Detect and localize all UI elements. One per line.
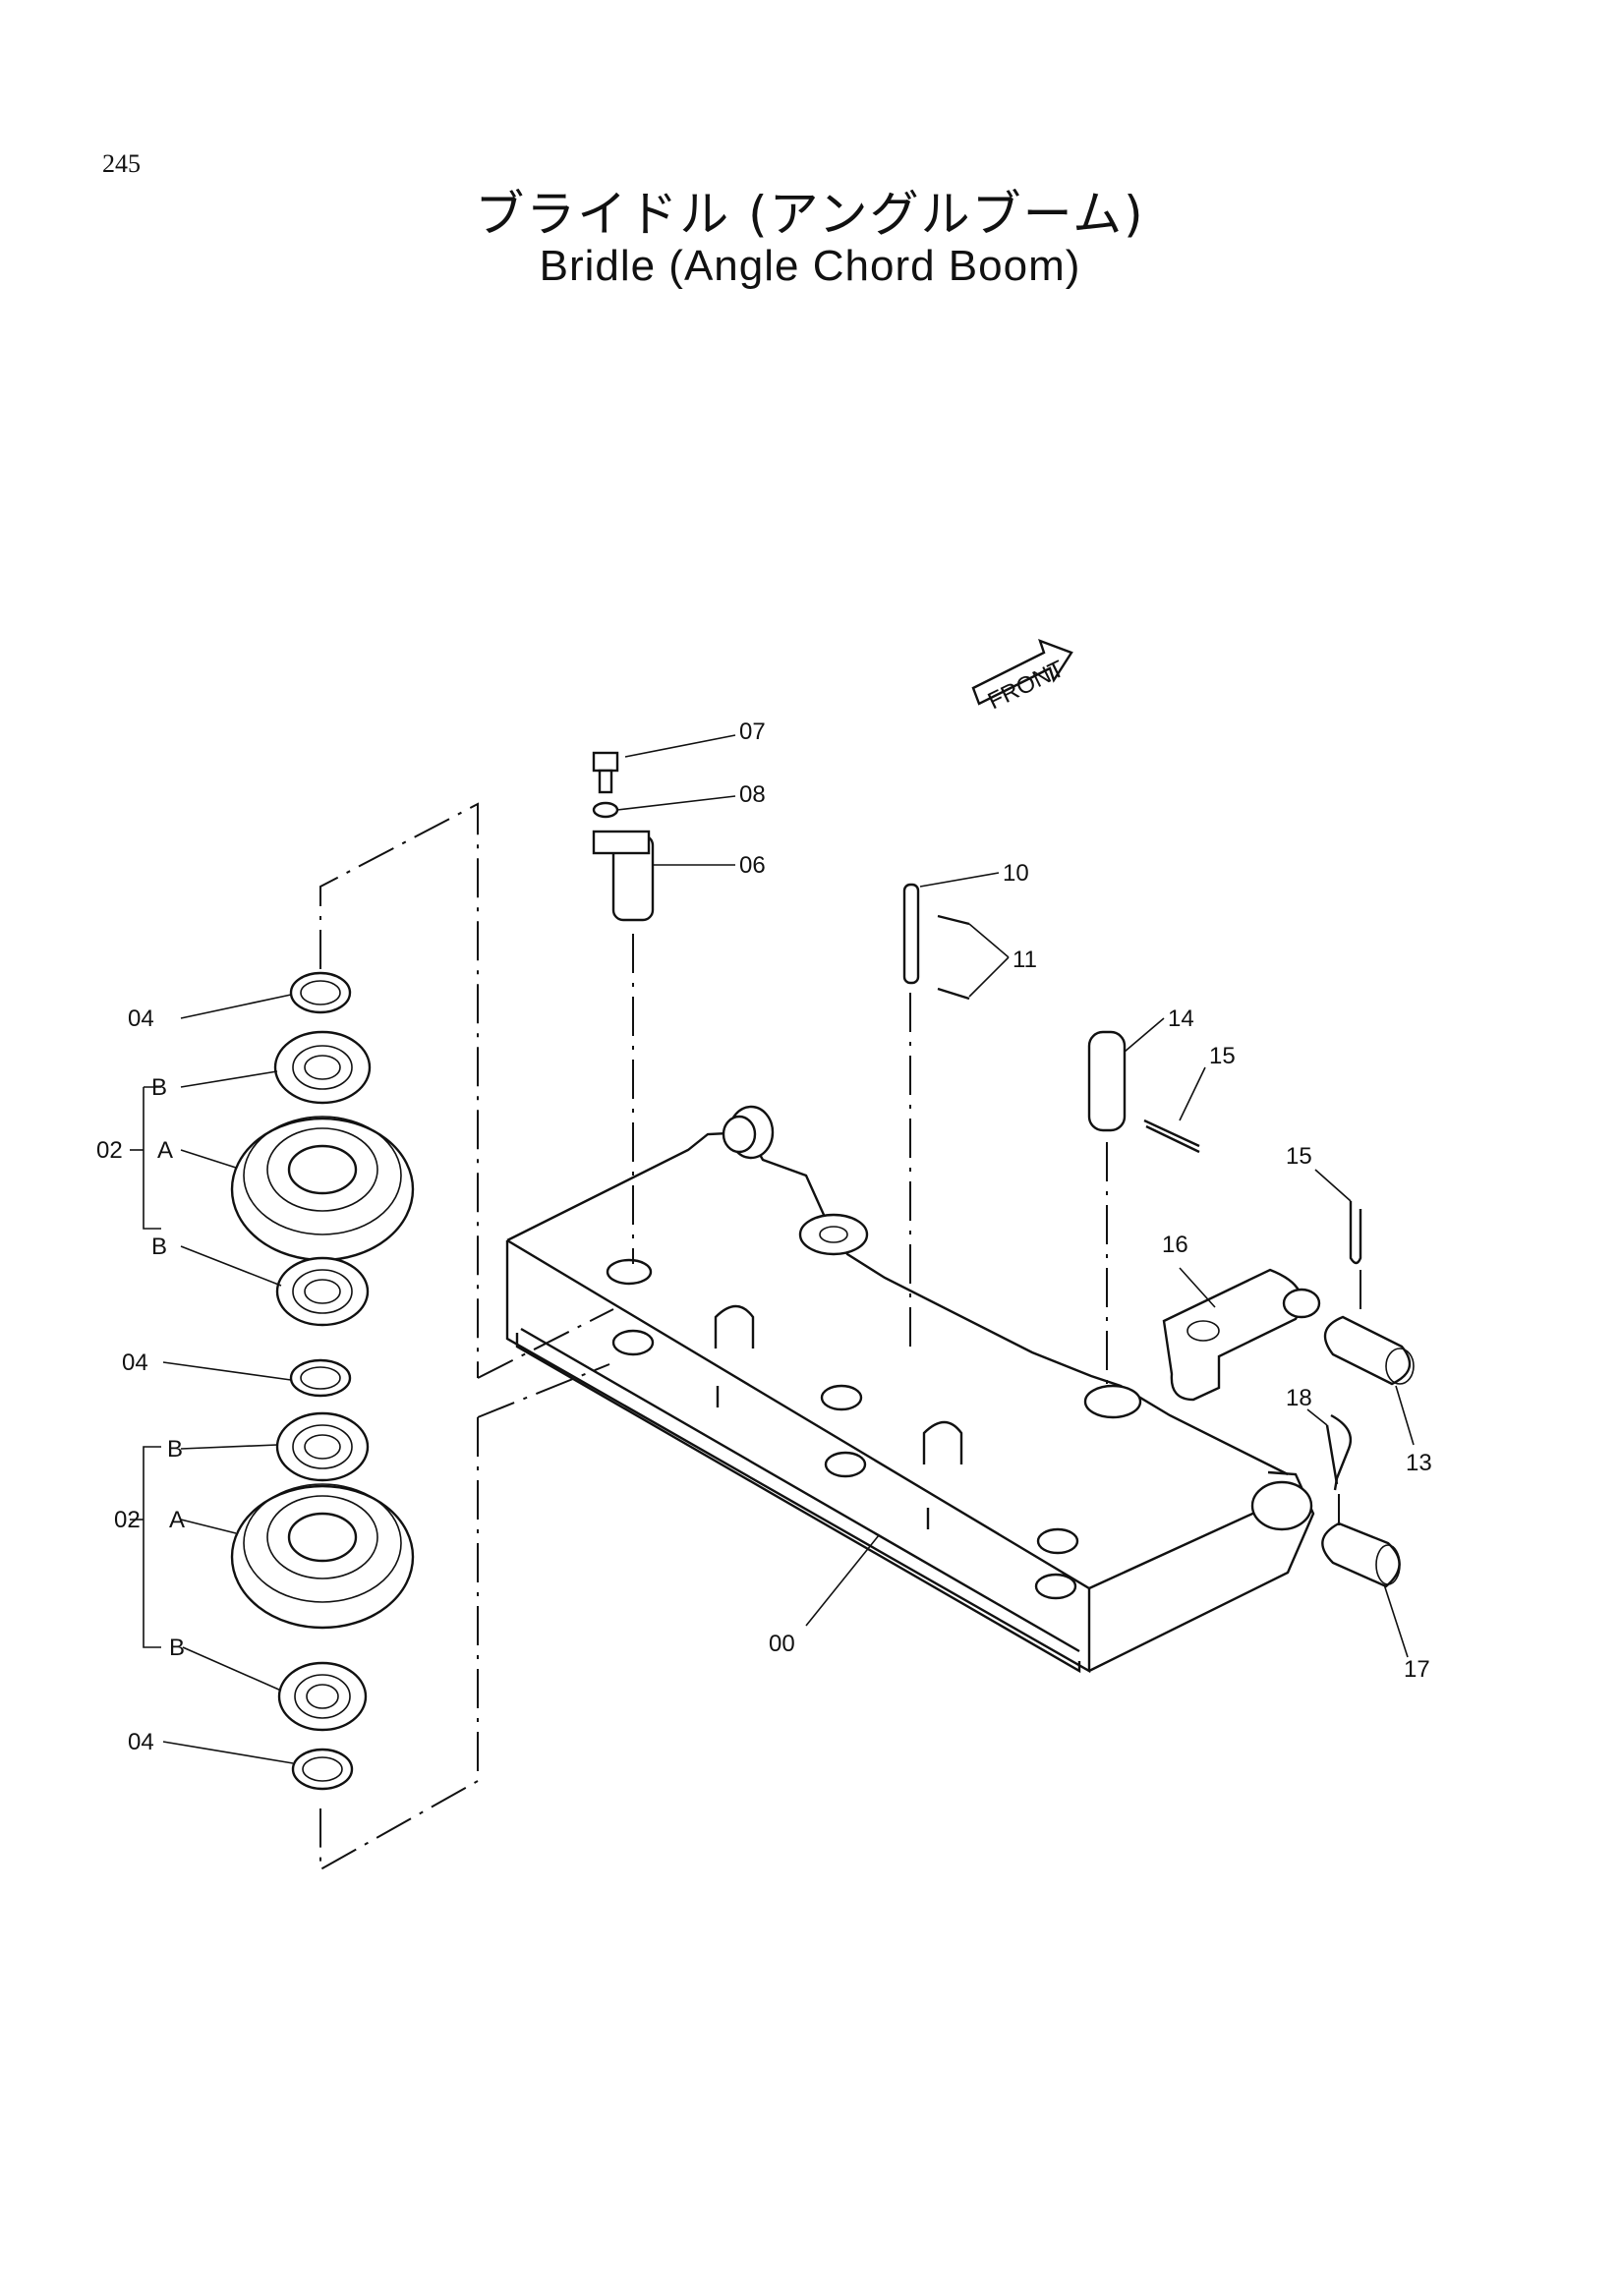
callout-14: 14 xyxy=(1168,1005,1194,1032)
bearing-b-upper-1 xyxy=(273,1030,372,1105)
r-clip-18 xyxy=(1325,1413,1353,1491)
callout-16: 16 xyxy=(1162,1232,1188,1258)
sheave-a-upper xyxy=(230,1116,415,1262)
callout-06: 06 xyxy=(739,852,766,879)
title-english: Bridle (Angle Chord Boom) xyxy=(539,242,1081,290)
callout-a-lower: A xyxy=(169,1507,185,1533)
washer-04-bot xyxy=(291,1748,354,1791)
callout-15-a: 15 xyxy=(1209,1043,1236,1069)
callout-11: 11 xyxy=(1012,947,1037,973)
bearing-b-lower-1 xyxy=(275,1411,370,1482)
sheave-a-lower xyxy=(230,1483,415,1630)
front-arrow-label: FRONT xyxy=(984,656,1069,716)
clip-11 xyxy=(937,914,970,1001)
callout-00: 00 xyxy=(769,1631,795,1657)
callout-b-lower-1: B xyxy=(167,1436,183,1463)
callout-a-upper: A xyxy=(157,1137,173,1164)
bridle-frame-00 xyxy=(505,1105,1315,1674)
clevis-16 xyxy=(1162,1268,1321,1402)
callout-04-top: 04 xyxy=(128,1005,154,1032)
pin-17 xyxy=(1321,1494,1401,1588)
callout-18: 18 xyxy=(1286,1385,1312,1411)
assembly-bracket-lines xyxy=(319,802,614,1871)
pin-10 xyxy=(902,883,920,1356)
callout-08: 08 xyxy=(739,781,766,808)
cotter-pin-15b xyxy=(1349,1201,1362,1265)
pin-13 xyxy=(1323,1270,1415,1386)
callout-04-mid: 04 xyxy=(122,1349,148,1376)
pin-14 xyxy=(1087,1030,1127,1392)
callout-02-lower: 02 xyxy=(114,1507,141,1533)
page-number: 245 xyxy=(102,149,141,178)
title-japanese: ブライドル (アングルブーム) xyxy=(475,186,1145,243)
callout-04-bot: 04 xyxy=(128,1729,154,1755)
callout-17: 17 xyxy=(1404,1656,1430,1683)
callout-b-lower-2: B xyxy=(169,1635,185,1661)
washer-04-top xyxy=(289,971,352,1014)
callout-02-upper: 02 xyxy=(96,1137,123,1164)
callout-b-upper-1: B xyxy=(151,1074,167,1101)
callout-15-b: 15 xyxy=(1286,1143,1312,1170)
bolt-07 xyxy=(592,751,619,794)
callout-13: 13 xyxy=(1406,1450,1432,1476)
callout-10: 10 xyxy=(1003,860,1029,887)
pin-06 xyxy=(592,830,655,1264)
callout-labels: 04 B 02 A B 04 B 02 A B 04 07 08 06 10 1… xyxy=(96,718,1432,1755)
leader-lines xyxy=(130,734,1415,1764)
callout-b-upper-2: B xyxy=(151,1234,167,1260)
cotter-pin-15a xyxy=(1143,1119,1200,1154)
bearing-b-upper-2 xyxy=(275,1256,370,1327)
bearing-b-lower-2 xyxy=(277,1661,368,1732)
washer-04-mid xyxy=(289,1358,352,1398)
washer-08 xyxy=(592,801,619,819)
front-arrow-icon: FRONT xyxy=(971,638,1073,716)
callout-07: 07 xyxy=(739,718,766,745)
